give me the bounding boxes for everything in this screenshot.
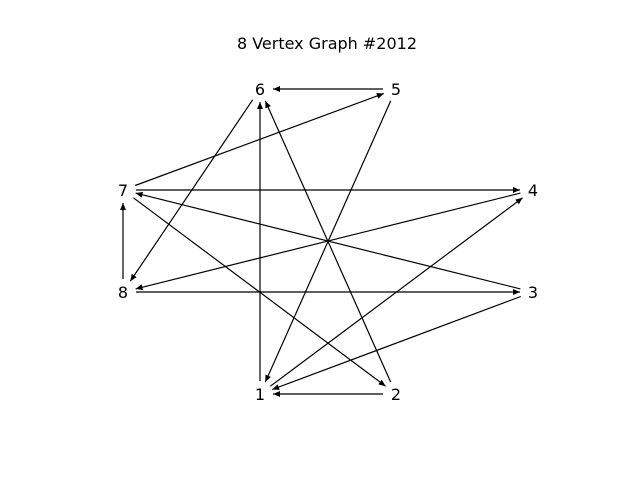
node-label-2: 2 bbox=[391, 385, 401, 404]
node-label-7: 7 bbox=[118, 181, 128, 200]
edges-layer bbox=[120, 86, 523, 397]
edge-3-to-1 bbox=[271, 295, 522, 391]
edge-4-to-8 bbox=[135, 192, 521, 291]
node-label-6: 6 bbox=[255, 80, 265, 99]
node-label-4: 4 bbox=[528, 181, 538, 200]
nodes-layer: 1 2 3 4 5 6 7 8 bbox=[118, 80, 538, 404]
node-label-8: 8 bbox=[118, 283, 128, 302]
node-label-3: 3 bbox=[528, 283, 538, 302]
graph-title: 8 Vertex Graph #2012 bbox=[237, 34, 417, 53]
node-label-5: 5 bbox=[391, 80, 401, 99]
edge-1-to-4 bbox=[270, 197, 523, 387]
node-label-1: 1 bbox=[255, 385, 265, 404]
